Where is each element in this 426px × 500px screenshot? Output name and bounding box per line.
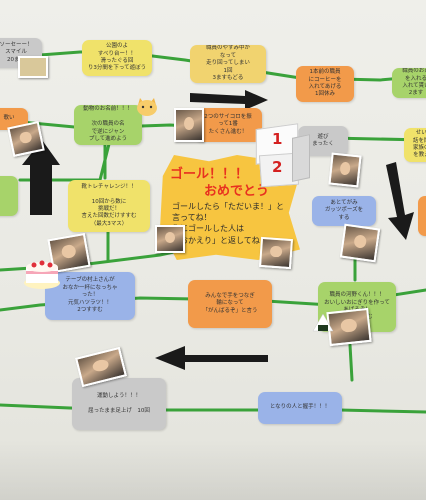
cake-illustration [24,260,60,289]
photo [339,223,381,263]
dice-number-top: 1 [272,130,283,148]
dice: 1 2 [250,122,310,188]
goal-instructions: ゴールしたら「ただいま！」と 言ってね！ 先にゴールした人は 「おかえり」と返し… [172,202,284,245]
dice-side-face [292,134,310,182]
card-top-green: 職員のお茶 を入れる 入れて貰い 2ます [392,68,426,98]
card-blue-bottom: となりの人と握手！！！ [258,392,342,424]
card-blue-right: あとてがみ ガッツポーズを する [312,196,376,226]
card-left-green2 [0,176,18,216]
photo [155,225,185,253]
card-kouen: 公園のよ すべり台ー！！ 滑ったぐる回 り3分間を下って遊ぼう [82,40,152,76]
onigiri-illustration [312,313,334,332]
dice-number-front: 2 [272,158,283,176]
photo [328,152,362,188]
card-challenge: 靴トレチャレンジ！！ 10回から数に 挑戦だ！ 言えた回数だけすすむ （最大3マ… [68,180,150,232]
goal-subtitle: おめでとう [204,184,270,199]
cat-illustration [137,98,157,116]
card-yellow-right: せいの 話を聞く 家族の話 を教えて [404,128,426,162]
goal-title: ゴール！！！ [170,167,249,182]
card-green-mid: 動物のお名前！！！ 次の職員の名 で逆にジャン プして進めよう [74,105,142,145]
photo [258,236,294,270]
card-orange-edge [418,196,426,236]
card-blue-left: テーブの村上さんが おなか一杯になっちゃ った！ 元気ハツラツ！！ 2つすすむ [45,272,135,320]
photo [174,108,204,142]
card-top-orange: 1本前の職員 にコーヒーを 入れてあげる 1回休み [296,66,354,102]
card-orange-center: みんなで手をつなぎ 輪になって 「がんばるぞ」と言う [188,280,272,328]
board-shadow [0,440,426,500]
card-orange-mid: 2つのサイコロを振 って1番 たくさん進む！ [194,108,262,142]
card-gray-bottom: 運動しよう！！！ 屈ったまま足上げ 10回 [72,378,166,430]
card-shokuji: 職員のやすみ中が なって 走り回ってしまい 1回 3ますもどる [190,45,266,83]
photo [18,56,48,78]
